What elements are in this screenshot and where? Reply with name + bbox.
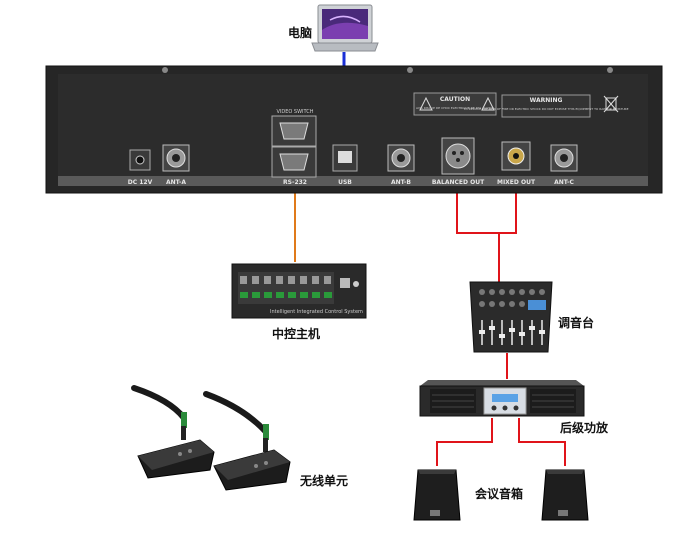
ant-c-connector xyxy=(550,144,578,172)
ant-b-connector xyxy=(387,144,415,172)
wireless-unit-right xyxy=(203,391,291,491)
mixer-device xyxy=(469,281,553,353)
wireless-unit-left xyxy=(131,385,215,479)
speakers-label: 会议音箱 xyxy=(475,487,524,501)
amplifier-label: 后级功放 xyxy=(560,421,609,435)
balanced-out-connector xyxy=(441,137,475,175)
ant-b-label: ANT-B xyxy=(391,179,411,186)
amplifier-device xyxy=(419,380,585,417)
ant-a-label: ANT-A xyxy=(166,179,186,186)
dc-label: DC 12V xyxy=(128,179,153,186)
computer-label: 电脑 xyxy=(288,26,313,40)
right-speaker xyxy=(541,469,589,521)
left-speaker xyxy=(413,469,461,521)
rs232-port xyxy=(271,146,317,178)
central-controller-device: Intelligent Integrated Control System xyxy=(231,263,367,319)
caution-text: AVIS RISQUE DE CHOC ELECTRIQUE NE PAS OU… xyxy=(416,106,494,110)
central-controller-label: 中控主机 xyxy=(272,327,321,341)
caution-title: CAUTION xyxy=(440,96,470,103)
mixed-out-cable xyxy=(499,188,517,234)
warning-title: WARNING xyxy=(530,97,563,104)
video-switch-label: VIDEO SWITCH xyxy=(276,109,313,115)
mixer-label: 调音台 xyxy=(558,316,595,330)
usb-port xyxy=(332,144,358,172)
wireless-units-label: 无线单元 xyxy=(300,474,349,488)
caution-label xyxy=(413,92,497,116)
ant-c-label: ANT-C xyxy=(554,179,574,186)
video-switch-port xyxy=(271,115,317,147)
balanced-out-cable xyxy=(456,188,500,282)
controller-caption: Intelligent Integrated Control System xyxy=(270,309,363,315)
laptop xyxy=(311,4,379,52)
warning-text: TO REDUCE THE RISK OF FIRE OR ELECTRIC S… xyxy=(462,107,628,111)
amp-to-right-speaker-cable xyxy=(518,418,566,466)
warning-label xyxy=(501,94,591,118)
mixed-out-label: MIXED OUT xyxy=(497,179,536,186)
rs232-label: RS-232 xyxy=(283,179,307,186)
mixed-out-connector xyxy=(501,141,531,171)
balanced-out-label: BALANCED OUT xyxy=(432,179,485,186)
ant-a-connector xyxy=(162,144,190,172)
amp-to-left-speaker-cable xyxy=(436,418,493,466)
rear-panel: CAUTION AVIS RISQUE DE CHOC ELECTRIQUE N… xyxy=(45,65,663,194)
weee-icon xyxy=(605,97,617,111)
usb-label: USB xyxy=(338,179,352,186)
